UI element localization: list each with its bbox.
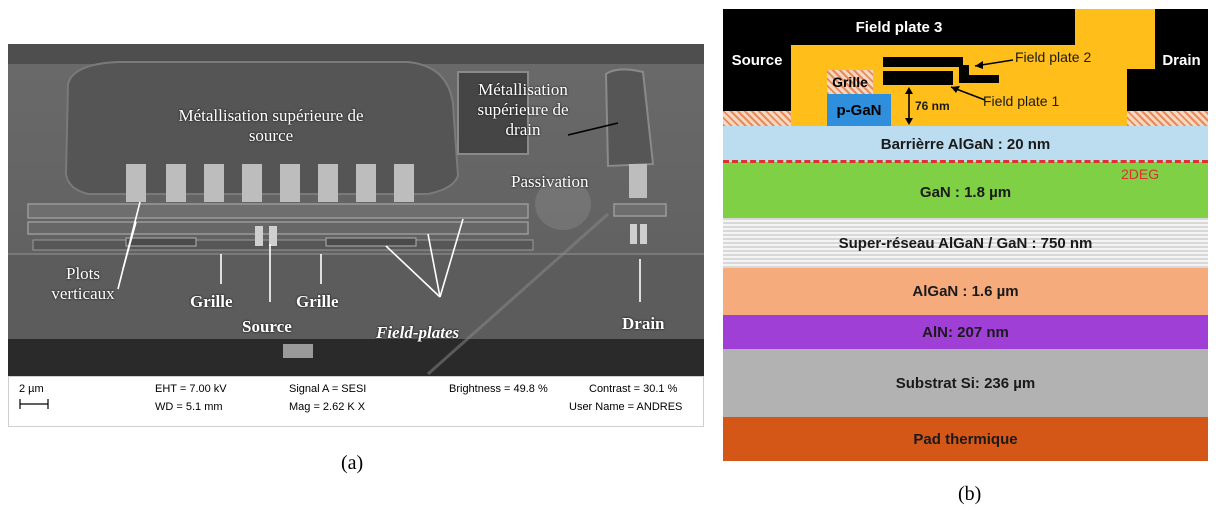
layer-algan: AlGaN : 1.6 µm xyxy=(723,268,1208,315)
info-eht: EHT = 7.00 kV xyxy=(155,383,227,395)
layer-substrat-si: Substrat Si: 236 µm xyxy=(723,349,1208,417)
drain-electrode xyxy=(1155,9,1208,111)
info-signal: Signal A = SESI xyxy=(289,383,367,395)
layer-aln: AlN: 207 nm xyxy=(723,315,1208,349)
sem-info-bar: 2 µm EHT = 7.00 kV WD = 5.1 mm Signal A … xyxy=(8,376,704,427)
label-field-plate-2: Field plate 2 xyxy=(1015,49,1092,65)
sem-image-panel: Métallisation supérieure de source Métal… xyxy=(8,44,704,427)
grille-gate xyxy=(827,70,873,94)
label-drain: Drain xyxy=(622,314,665,333)
source-metal-block xyxy=(64,61,460,195)
label-metal-drain: Métallisation supérieure de drain xyxy=(477,80,569,139)
scale-bar-label: 2 µm xyxy=(19,383,44,395)
label-metal-source: Métallisation supérieure de source xyxy=(178,106,364,145)
label-passivation: Passivation xyxy=(511,172,589,191)
layer-algan-barrier: Barrièrre AlGaN : 20 nm xyxy=(723,126,1208,162)
twodeg-line xyxy=(723,160,1208,163)
p-gan-layer: p-GaN xyxy=(827,94,891,126)
drain-metal-block xyxy=(457,71,529,155)
annotation-arrows xyxy=(117,122,641,302)
label-field-plates: Field-plates xyxy=(376,323,460,342)
drain-pillar xyxy=(604,68,655,168)
source-contact-hatch xyxy=(723,111,791,126)
sem-cross-section-image xyxy=(8,44,704,376)
source-electrode xyxy=(723,9,791,111)
layer-gan: GaN : 1.8 µm xyxy=(723,162,1208,218)
label-grille-right: Grille xyxy=(296,292,339,311)
info-brightness: Brightness = 49.8 % xyxy=(449,383,548,395)
layer-superlattice: Super-réseau AlGaN / GaN : 750 nm xyxy=(723,218,1208,268)
label-2deg: 2DEG xyxy=(1121,166,1160,182)
field-plate-2-shape xyxy=(883,57,999,85)
info-wd: WD = 5.1 mm xyxy=(155,401,223,413)
info-contrast: Contrast = 30.1 % xyxy=(589,383,678,395)
drain-label: Drain xyxy=(1162,51,1201,69)
info-user: User Name = ANDRES xyxy=(569,401,683,413)
label-field-plate-1: Field plate 1 xyxy=(983,93,1060,109)
vertical-plugs xyxy=(126,164,647,202)
scale-bar xyxy=(19,399,49,409)
field-plate-arrows xyxy=(905,59,1014,125)
label-76nm: 76 nm xyxy=(915,99,950,113)
label-source: Source xyxy=(242,317,292,336)
grille-label: Grille xyxy=(832,74,868,90)
layer-pad-thermique: Pad thermique xyxy=(723,417,1208,461)
source-label: Source xyxy=(731,51,783,69)
drain-contact-hatch xyxy=(1127,111,1208,126)
info-mag: Mag = 2.62 K X xyxy=(289,401,366,413)
label-plots-verticaux: Plots verticaux xyxy=(51,264,115,303)
caption-a: (a) xyxy=(341,452,364,474)
layer-stack-diagram: Field plate 3 Source Drain Grille p-GaN … xyxy=(723,9,1208,461)
caption-b: (b) xyxy=(958,483,982,505)
label-grille-left: Grille xyxy=(190,292,233,311)
